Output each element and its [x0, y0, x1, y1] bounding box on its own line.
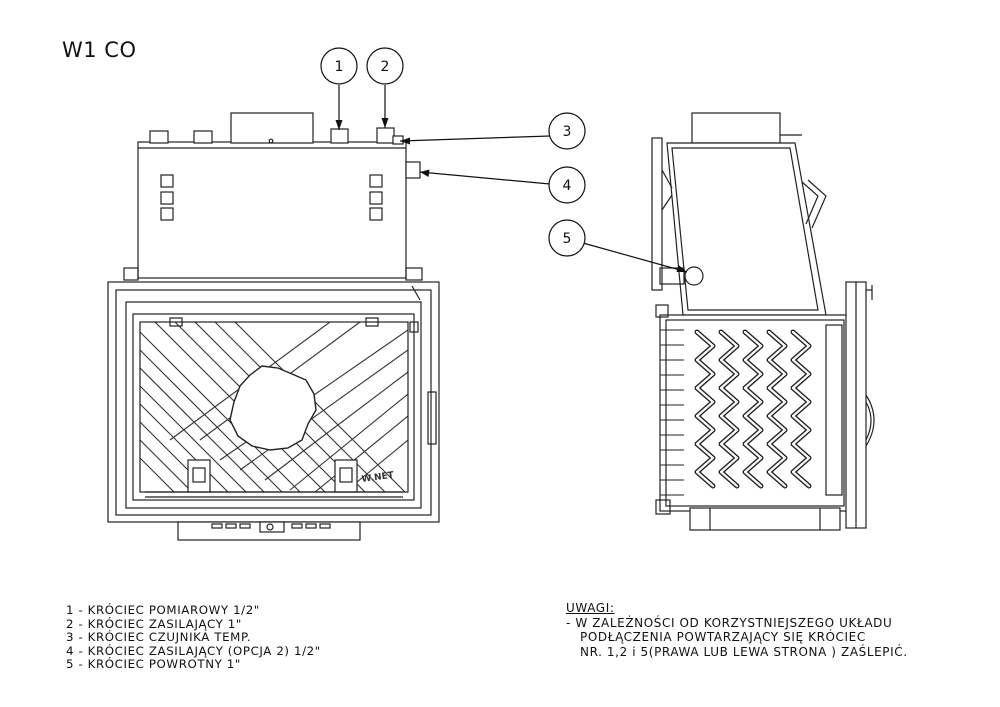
parts-legend: 1 - KRÓCIEC POMIAROWY 1/2" 2 - KRÓCIEC Z…: [66, 603, 321, 672]
legend-item: 4 - KRÓCIEC ZASILAJĄCY (OPCJA 2) 1/2": [66, 643, 321, 658]
notes-line: PODŁĄCZENIA POWTARZAJĄCY SIĘ KRÓCIEC: [580, 630, 866, 645]
callout-3-label: 3: [563, 124, 572, 140]
legend-item: 2 - KRÓCIEC ZASILAJĄCY 1": [66, 616, 242, 631]
callout-5: 5: [548, 219, 586, 257]
stub-1: [330, 128, 349, 144]
callout-arrowheads: [335, 118, 687, 272]
stub-left-b: [193, 130, 213, 144]
stub-3: [392, 135, 404, 145]
drawing-title: W1 CO: [62, 38, 137, 62]
callout-1-label: 1: [335, 59, 344, 75]
legend-item: 5 - KRÓCIEC POWROTNY 1": [66, 657, 241, 672]
legend-item: 1 - KRÓCIEC POMIAROWY 1/2": [66, 603, 260, 617]
notes-block: UWAGI: - W ZALEŻNOŚCI OD KORZYSTNIEJSZEG…: [566, 601, 908, 659]
legend-item: 3 - KRÓCIEC CZUJNIKA TEMP.: [66, 630, 252, 645]
notes-title: UWAGI:: [566, 601, 615, 615]
callout-5-label: 5: [563, 231, 572, 247]
callout-4: 4: [548, 166, 586, 204]
water-jacket-body: [137, 141, 407, 279]
glass-watermark: W.NET: [361, 470, 395, 485]
side-upper-jacket: [666, 142, 827, 316]
callout-3: 3: [548, 112, 586, 150]
side-view: [651, 112, 875, 531]
notes-line: - W ZALEŻNOŚCI OD KORZYSTNIEJSZEGO UKŁAD…: [566, 615, 893, 630]
stub-5: [684, 266, 704, 286]
zigzag-baffles-inner: [695, 330, 811, 488]
callout-4-label: 4: [563, 178, 572, 194]
side-door-profile: [825, 324, 843, 496]
side-door-handle: [865, 394, 875, 447]
callout-1: 1: [320, 47, 358, 85]
callout-2: 2: [366, 47, 404, 85]
callout-2-label: 2: [381, 59, 390, 75]
door-inner-frame: [125, 301, 422, 509]
stub-left-a: [149, 130, 169, 144]
notes-line: NR. 1,2 i 5(PRAWA LUB LEWA STRONA ) ZAŚL…: [580, 644, 908, 659]
stub-4: [405, 161, 421, 179]
flame-cutout: [229, 365, 317, 451]
body-handles: [160, 174, 383, 221]
front-view: [107, 112, 440, 541]
flue-collar: [230, 112, 314, 144]
stub-2: [376, 127, 395, 144]
side-flue-collar: [691, 112, 781, 144]
